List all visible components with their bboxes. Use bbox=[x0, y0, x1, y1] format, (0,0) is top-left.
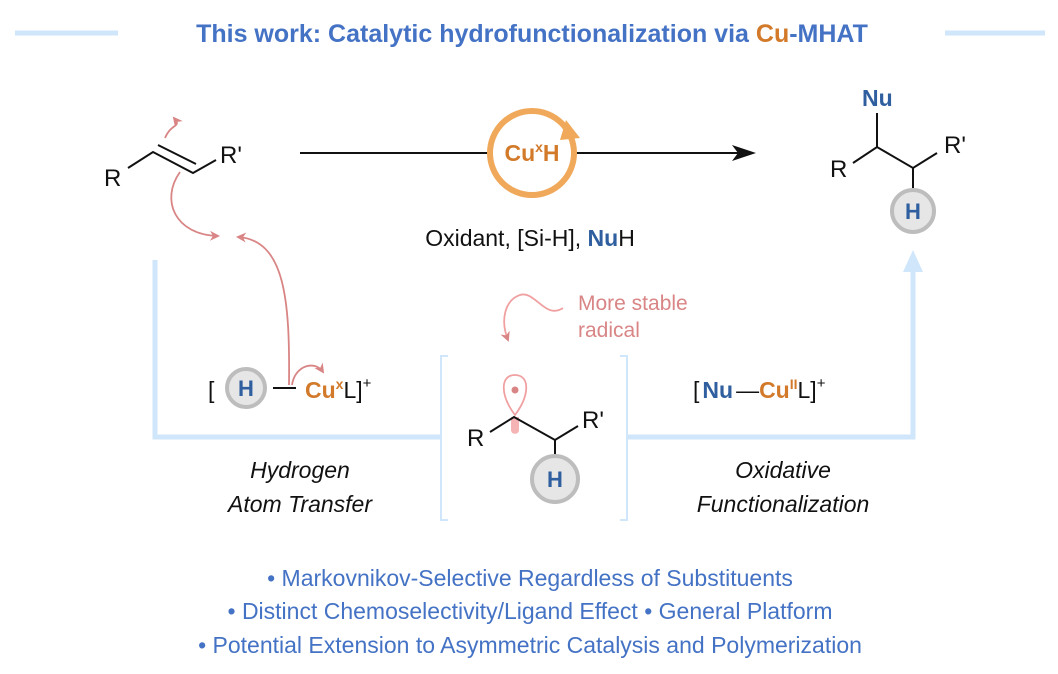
radical-intermediate: R R' H bbox=[467, 374, 604, 504]
electron-arrow-alkene bbox=[164, 116, 183, 139]
svg-text:H: H bbox=[238, 376, 254, 401]
title: This work: Catalytic hydrofunctionalizat… bbox=[196, 20, 868, 48]
svg-text:[: [ bbox=[208, 377, 215, 403]
label-hat-line1: Hydrogen bbox=[250, 457, 350, 483]
pathway-arrowhead-icon bbox=[903, 250, 923, 272]
bullet-2: • Distinct Chemoselectivity/Ligand Effec… bbox=[228, 598, 833, 624]
title-suffix: -MHAT bbox=[789, 20, 868, 48]
conditions: Oxidant, [Si-H], NuH bbox=[425, 225, 635, 251]
radical-note-line1: More stable bbox=[578, 292, 688, 315]
functionalization-pathway-line bbox=[627, 268, 916, 440]
product-r: R bbox=[830, 156, 847, 183]
electron-arrow-cu bbox=[291, 362, 325, 386]
cu-hydride-complex: [ H CuxL]+ bbox=[208, 367, 372, 409]
nu-cu-complex: [Nu—CuIIL]+ bbox=[693, 375, 826, 403]
bracket-right bbox=[620, 355, 628, 521]
hat-complex-label: CuxL]+ bbox=[305, 375, 372, 403]
radical-h: H bbox=[547, 467, 563, 492]
product-nu: Nu bbox=[862, 85, 893, 111]
bullet-3: • Potential Extension to Asymmetric Cata… bbox=[198, 632, 862, 658]
radical-note-line2: radical bbox=[578, 319, 640, 342]
alkene-r: R bbox=[104, 165, 121, 192]
title-cu: Cu bbox=[756, 20, 789, 48]
product-structure: Nu R R' H bbox=[830, 85, 966, 234]
electron-arrow-to-h bbox=[170, 171, 220, 241]
bracket-left bbox=[440, 355, 448, 521]
radical-r-prime: R' bbox=[582, 407, 604, 434]
alkene-r-prime: R' bbox=[220, 142, 242, 169]
alkene-structure: R R' bbox=[104, 142, 242, 192]
label-ox-line2: Functionalization bbox=[697, 491, 870, 517]
title-text: This work: Catalytic hydrofunctionalizat… bbox=[196, 20, 756, 48]
radical-r: R bbox=[467, 425, 484, 452]
catalytic-cycle-ring bbox=[487, 108, 577, 198]
note-arrow bbox=[500, 293, 564, 342]
cycle-arrowhead-icon bbox=[560, 120, 580, 140]
label-hat-line2: Atom Transfer bbox=[226, 491, 373, 517]
product-h: H bbox=[905, 199, 921, 224]
catalyst-label: CuxH bbox=[504, 139, 559, 166]
electron-arrow-from-cuh bbox=[236, 232, 291, 386]
bullet-1: • Markovnikov-Selective Regardless of Su… bbox=[267, 565, 793, 591]
hat-pathway-line bbox=[152, 260, 441, 440]
label-ox-line1: Oxidative bbox=[735, 457, 831, 483]
product-r-prime: R' bbox=[944, 132, 966, 159]
